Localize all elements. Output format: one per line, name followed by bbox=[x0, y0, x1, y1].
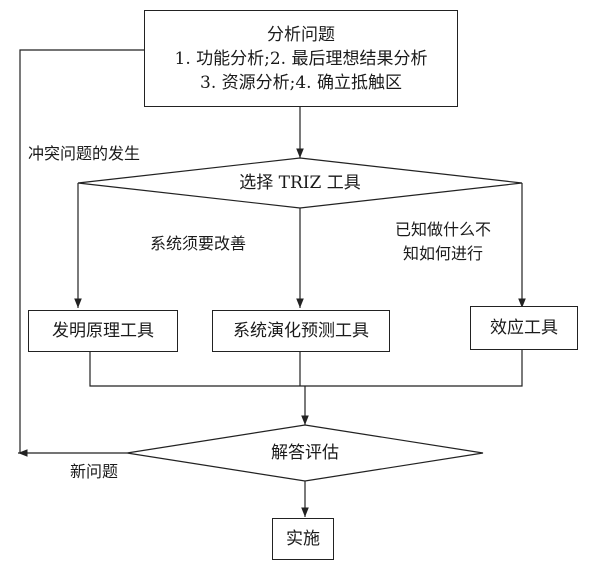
analyze-line-1: 1. 功能分析;2. 最后理想结果分析 bbox=[174, 48, 428, 69]
improve-label: 系统须要改善 bbox=[150, 234, 247, 253]
effect-tool-box: 效应工具 bbox=[470, 306, 578, 350]
select-tool-label: 选择 TRIZ 工具 bbox=[239, 173, 361, 193]
evaluate-label: 解答评估 bbox=[271, 443, 339, 463]
merge-line bbox=[89, 350, 523, 387]
conflict-label: 冲突问题的发生 bbox=[28, 144, 141, 163]
analyze-line-2: 3. 资源分析;4. 确立抵触区 bbox=[200, 72, 402, 93]
evolution-tool-box: 系统演化预测工具 bbox=[212, 310, 390, 352]
analyze-problem-box: 分析问题 1. 功能分析;2. 最后理想结果分析 3. 资源分析;4. 确立抵触… bbox=[144, 10, 458, 107]
implement-box: 实施 bbox=[272, 518, 334, 560]
analyze-title: 分析问题 bbox=[267, 24, 335, 45]
known-what-label-1: 已知做什么不 bbox=[395, 220, 492, 239]
feedback-loop bbox=[19, 49, 144, 453]
known-what-label-2: 知如何进行 bbox=[403, 244, 484, 263]
invention-tool-box: 发明原理工具 bbox=[28, 310, 178, 352]
new-problem-label: 新问题 bbox=[70, 462, 119, 481]
